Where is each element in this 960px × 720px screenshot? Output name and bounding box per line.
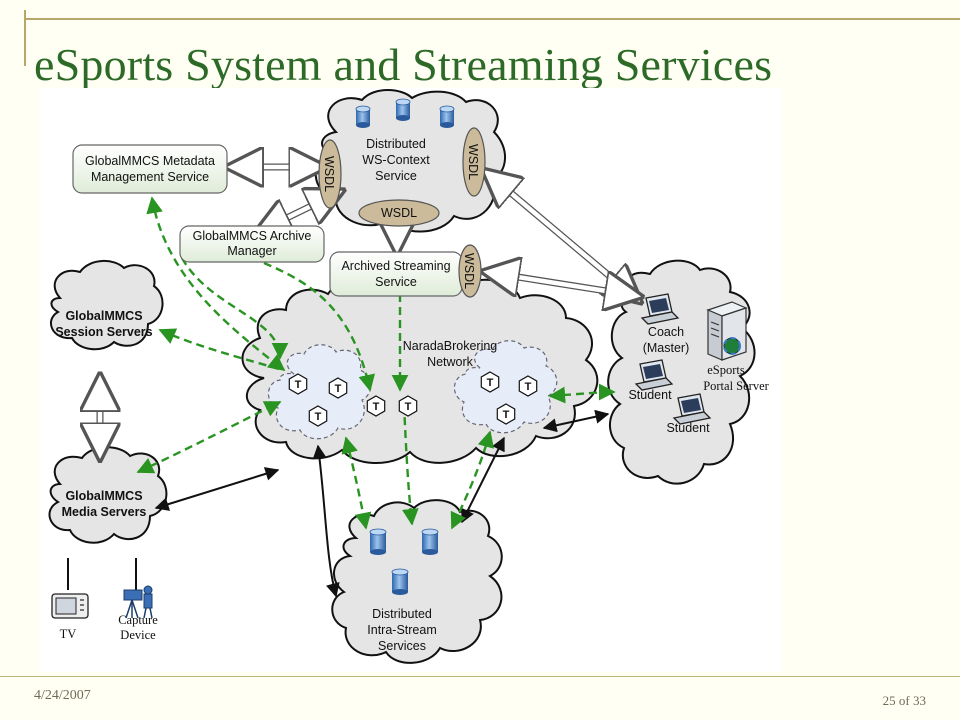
metadata-service-box: GlobalMMCS Metadata Management Service — [72, 144, 228, 194]
metadata-label-1: GlobalMMCS Metadata — [85, 154, 215, 168]
archive-manager-box: GlobalMMCS Archive Manager — [179, 225, 325, 263]
broker-node: T — [480, 371, 500, 393]
coach-label-1: Coach — [648, 325, 684, 339]
broker-group-left — [267, 344, 372, 440]
intra-stream-label-2: Intra-Stream — [367, 623, 436, 637]
ws-context-databases — [355, 98, 455, 128]
session-servers-label-1: GlobalMMCS — [65, 309, 142, 323]
diagram-canvas: WSDL WSDL WSDL Distributed WS-Context Se… — [40, 88, 782, 672]
coach-laptop-icon — [640, 293, 680, 325]
broker-node: T — [288, 373, 308, 395]
svg-text:T: T — [295, 379, 302, 391]
portal-server-icon — [706, 301, 748, 361]
slide-date: 4/24/2007 — [34, 688, 91, 703]
archived-streaming-box: Archived Streaming Service — [329, 251, 463, 297]
broker-node: T — [328, 377, 348, 399]
broker-node: T — [398, 395, 418, 417]
capture-device-icon — [123, 585, 153, 619]
svg-text:T: T — [503, 409, 510, 421]
broker-node: T — [366, 395, 386, 417]
broker-node: T — [518, 375, 538, 397]
svg-text:T: T — [525, 381, 532, 393]
ws-context-label-2: WS-Context — [362, 153, 430, 167]
student-label-2: Student — [666, 421, 710, 435]
archived-streaming-label-2: Service — [375, 275, 417, 289]
wsdl-left-oval: WSDL — [318, 139, 342, 209]
student-laptop-icon — [634, 359, 674, 391]
archive-manager-label-2: Manager — [227, 244, 276, 258]
intra-stream-label-1: Distributed — [372, 607, 432, 621]
wsdl-right-oval: WSDL — [462, 127, 486, 197]
footer-rule — [0, 676, 960, 677]
wsdl-right-label: WSDL — [466, 144, 480, 180]
media-servers-label-2: Media Servers — [62, 505, 147, 519]
wsdl-left-label: WSDL — [322, 156, 336, 192]
wsdl-archived-oval: WSDL — [458, 244, 482, 298]
svg-text:T: T — [487, 377, 494, 389]
svg-text:T: T — [335, 383, 342, 395]
wsdl-bottom-oval: WSDL — [358, 199, 440, 227]
intra-stream-label-3: Services — [378, 639, 426, 653]
frame-horizontal-rule — [24, 18, 960, 20]
student-label-1: Student — [628, 388, 672, 402]
svg-text:T: T — [405, 401, 412, 413]
archived-streaming-label-1: Archived Streaming — [341, 259, 450, 273]
broker-node: T — [308, 405, 328, 427]
broker-nodes: T T T T T T T T — [288, 371, 538, 427]
frame-vertical-rule — [24, 10, 26, 66]
capture-label-2: Device — [120, 628, 156, 642]
portal-label-1: eSports — [707, 363, 745, 377]
archive-manager-label-1: GlobalMMCS Archive — [193, 229, 312, 243]
naradabrokering-label-2: Network — [427, 355, 474, 369]
page-number: 25 of 33 — [882, 693, 926, 708]
svg-text:T: T — [315, 411, 322, 423]
architecture-diagram: WSDL WSDL WSDL Distributed WS-Context Se… — [40, 88, 782, 672]
ws-context-label-3: Service — [375, 169, 417, 183]
tv-icon — [51, 593, 89, 619]
svg-text:T: T — [373, 401, 380, 413]
student-laptop-icon — [672, 393, 712, 425]
tv-label: TV — [60, 627, 77, 641]
naradabrokering-label-1: NaradaBrokering — [403, 339, 498, 353]
intra-stream-databases — [369, 528, 439, 595]
slide-title: eSports System and Streaming Services — [34, 39, 773, 90]
portal-label-2: Portal Server — [703, 379, 769, 393]
wsdl-archived-label: WSDL — [462, 253, 476, 289]
session-servers-label-2: Session Servers — [55, 325, 152, 339]
dashed-flows — [136, 196, 616, 530]
capture-label-1: Capture — [118, 613, 158, 627]
wsdl-bottom-label: WSDL — [381, 206, 417, 220]
metadata-label-2: Management Service — [91, 170, 209, 184]
coach-label-2: (Master) — [643, 341, 690, 355]
broker-node: T — [496, 403, 516, 425]
broker-group-right — [453, 340, 558, 434]
ws-context-label-1: Distributed — [366, 137, 426, 151]
media-servers-label-1: GlobalMMCS — [65, 489, 142, 503]
